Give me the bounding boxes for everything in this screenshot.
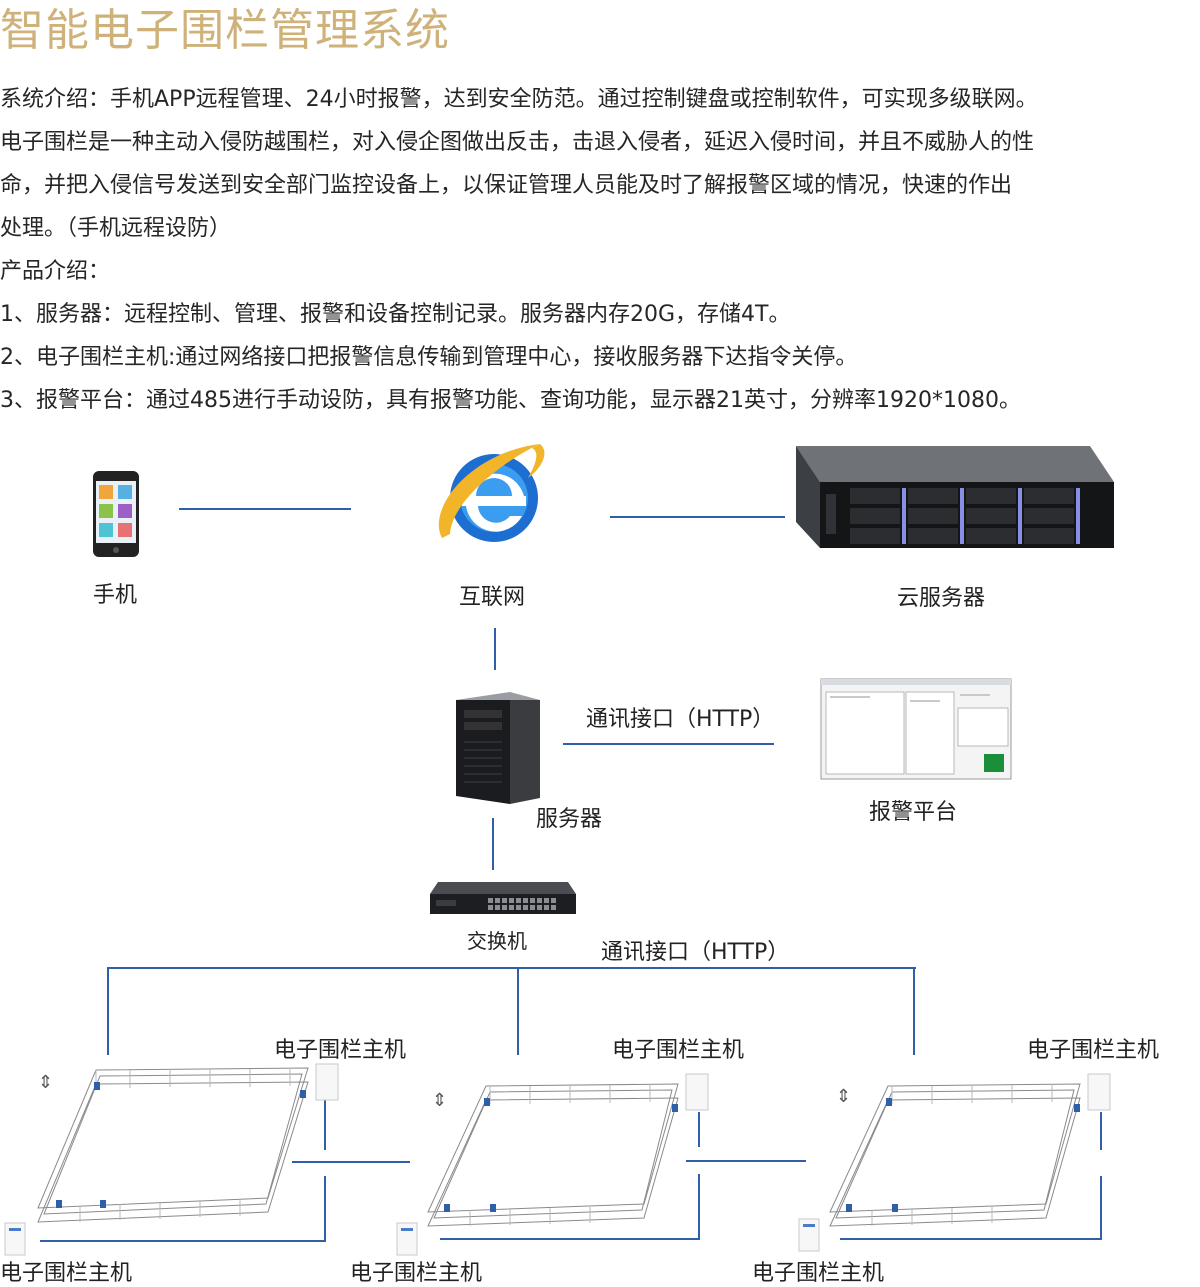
link-phone-internet	[179, 508, 351, 510]
server-alarm-link-label: 通讯接口（HTTP）	[586, 707, 775, 732]
alarm-platform-screen	[820, 678, 1012, 780]
link-fence-1-2	[292, 1161, 410, 1163]
host-3-link-bottom	[1100, 1176, 1102, 1238]
bus-line	[107, 967, 916, 969]
page-title: 智能电子围栏管理系统	[0, 5, 450, 56]
tower-server-icon	[456, 692, 540, 804]
internet-label: 互联网	[459, 585, 526, 610]
switch-label: 交换机	[467, 929, 527, 953]
network-switch-icon	[430, 882, 576, 914]
host-1-link-bottom	[324, 1176, 326, 1240]
intro-text: 系统介绍：手机APP远程管理、24小时报警，达到安全防范。通过控制键盘或控制软件…	[0, 78, 1200, 422]
intro-line: 3、报警平台：通过485进行手动设防，具有报警功能、查询功能，显示器21英寸，分…	[0, 388, 1021, 413]
link-fence-2-3	[686, 1160, 806, 1162]
host-2-link-bottom-h	[440, 1238, 700, 1240]
intro-line: 命，并把入侵信号发送到安全部门监控设备上，以保证管理人员能及时了解报警区域的情况…	[0, 173, 1013, 198]
fence-host-label: 电子围栏主机	[1027, 1038, 1160, 1063]
host-2-link-top	[698, 1112, 700, 1147]
rack-server-icon	[796, 446, 1114, 548]
electric-fence-illustration	[829, 1073, 1111, 1227]
intro-line: 产品介绍：	[0, 259, 111, 284]
host-1-link-top	[324, 1095, 326, 1150]
server-label: 服务器	[536, 807, 603, 832]
fence-host-label: 电子围栏主机	[612, 1038, 745, 1063]
intro-line: 电子围栏是一种主动入侵防越围栏，对入侵企图做出反击，击退入侵者，延迟入侵时间，并…	[0, 130, 1035, 155]
fence-host-icon	[4, 1222, 26, 1256]
intro-line: 2、电子围栏主机:通过网络接口把报警信息传输到管理中心，接收服务器下达指令关停。	[0, 345, 858, 370]
host-3-link-bottom-h	[840, 1238, 1102, 1240]
electric-fence-illustration	[37, 1063, 339, 1223]
internet-explorer-icon	[438, 444, 545, 542]
phone-label: 手机	[93, 583, 138, 608]
compass-icon: ⇕	[432, 1090, 448, 1111]
fence-host-icon	[396, 1222, 418, 1256]
fence-host-label: 电子围栏主机	[0, 1261, 133, 1286]
host-1-link-bottom-h	[40, 1240, 326, 1242]
smartphone-icon	[93, 471, 139, 557]
drop-line-1	[107, 967, 109, 1055]
intro-line: 系统介绍：手机APP远程管理、24小时报警，达到安全防范。通过控制键盘或控制软件…	[0, 87, 1038, 112]
host-2-link-bottom	[698, 1174, 700, 1238]
fence-host-label: 电子围栏主机	[350, 1261, 483, 1286]
alarm-platform-label: 报警平台	[869, 800, 958, 825]
drop-line-3	[913, 967, 915, 1055]
fence-host-icon	[798, 1218, 820, 1252]
cloud-server-label: 云服务器	[897, 586, 986, 611]
link-internet-cloud	[610, 516, 785, 518]
fence-host-label: 电子围栏主机	[274, 1038, 407, 1063]
fence-host-label: 电子围栏主机	[752, 1261, 885, 1286]
link-server-switch	[492, 818, 494, 870]
compass-icon: ⇕	[38, 1072, 54, 1093]
intro-line: 处理。（手机远程设防）	[0, 216, 232, 241]
intro-line: 1、服务器：远程控制、管理、报警和设备控制记录。服务器内存20G，存储4T。	[0, 302, 791, 327]
electric-fence-illustration	[427, 1073, 709, 1227]
host-3-link-top	[1100, 1112, 1102, 1150]
drop-line-2	[517, 967, 519, 1055]
link-server-alarm	[563, 743, 774, 745]
link-internet-server	[494, 628, 496, 670]
switch-hosts-link-label: 通讯接口（HTTP）	[601, 940, 790, 965]
compass-icon: ⇕	[836, 1086, 852, 1107]
